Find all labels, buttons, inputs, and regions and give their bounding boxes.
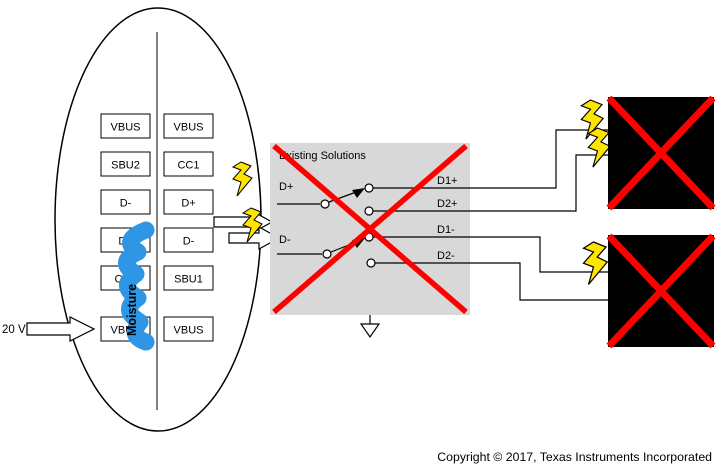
voltage-arrow-icon (26, 316, 96, 342)
lightning-icon (582, 241, 609, 285)
signal-trace (375, 262, 608, 301)
ground-icon (359, 315, 381, 339)
red-cross-icon (606, 95, 716, 211)
input-label-dminus: D- (279, 234, 291, 246)
pin-label: VBUS (111, 122, 141, 134)
pin-label: D+ (181, 198, 195, 210)
pin-box (163, 227, 214, 253)
device-uart-usb: UART USB (606, 95, 716, 211)
output-label-d1plus: D1+ (437, 175, 458, 187)
pin-label: VBUS (174, 325, 204, 337)
pin-right-5: SBU1 (163, 265, 214, 291)
pin-right-6: VBUS (163, 316, 214, 342)
pin-label: CC1 (177, 160, 199, 172)
pin-box (163, 316, 214, 342)
moisture-label: Moisture (125, 284, 139, 336)
voltage-label: 20 V (2, 324, 26, 336)
pin-right-2: CC1 (163, 151, 214, 177)
lightning-icon (580, 99, 605, 140)
pin-right-4: D- (163, 227, 214, 253)
signal-arrow-icon (228, 225, 281, 251)
device-usb: USB (606, 233, 716, 349)
signal-trace (373, 154, 608, 212)
lightning-icons (231, 99, 612, 285)
pin-label: SBU1 (174, 274, 203, 286)
pin-label: D- (183, 236, 195, 248)
pin-label: D- (120, 198, 132, 210)
red-cross-icon (606, 233, 716, 349)
pin-right-1: VBUS (163, 113, 214, 139)
signal-traces (373, 129, 608, 301)
pin-box (100, 189, 151, 215)
pin-box (163, 151, 214, 177)
copyright-text: Copyright © 2017, Texas Instruments Inco… (437, 450, 712, 464)
signal-trace (373, 236, 608, 273)
pin-label: SBU2 (111, 160, 140, 172)
pin-column-right: VBUS CC1 D+ D- SBU1 VBUS (163, 113, 214, 342)
pin-box (163, 265, 214, 291)
pin-box (163, 113, 214, 139)
lightning-icon (231, 161, 253, 197)
moisture-blob (118, 221, 155, 351)
lightning-icon (241, 207, 263, 243)
pin-box (100, 113, 151, 139)
panel-title: Existing Solutions (279, 150, 366, 162)
output-label-d2plus: D2+ (437, 198, 458, 210)
pin-box (163, 189, 214, 215)
pin-box (100, 151, 151, 177)
signal-trace (373, 129, 608, 189)
output-label-d1minus: D1- (437, 224, 455, 236)
output-label-d2minus: D2- (437, 250, 455, 262)
pin-left-2: SBU2 (100, 151, 151, 177)
pin-right-3: D+ (163, 189, 214, 215)
red-cross-icon (272, 143, 468, 315)
pin-left-3: D- (100, 189, 151, 215)
switch-icon (277, 183, 374, 216)
lightning-icon (587, 127, 612, 168)
input-label-dplus: D+ (279, 181, 293, 193)
pin-label: VBUS (174, 122, 204, 134)
pin-left-1: VBUS (100, 113, 151, 139)
